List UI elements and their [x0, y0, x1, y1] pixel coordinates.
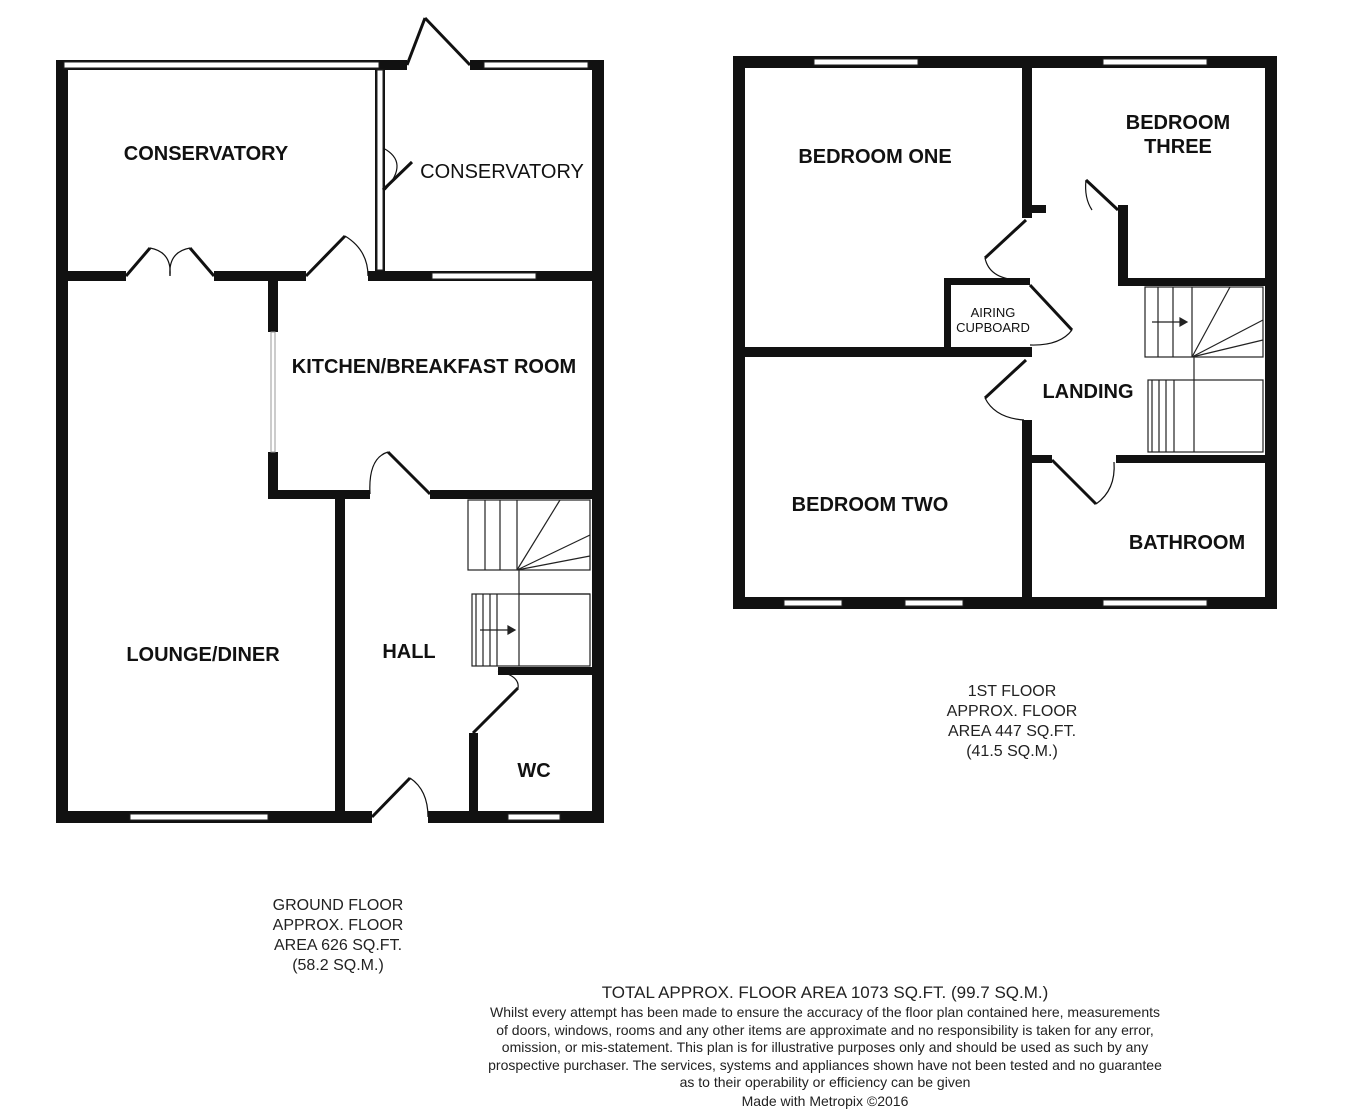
ground-floor-stairs [467, 499, 591, 667]
first-floor-windows [783, 58, 1208, 607]
label-wc: WC [517, 760, 550, 782]
gf-wall-wc-top [498, 667, 598, 675]
gf-window-cons-divider [376, 69, 384, 271]
ff-wall-left [733, 56, 745, 609]
gf-area-line2: APPROX. FLOOR [272, 917, 404, 934]
ground-floor-area: GROUND FLOOR APPROX. FLOOR AREA 626 SQ.F… [238, 896, 438, 976]
gf-wall-lounge-kitchen-bottom [268, 452, 278, 498]
gf-area-line3: AREA 626 SQ.FT. [273, 937, 403, 954]
ff-wall-bath-top-1 [1030, 455, 1052, 463]
gf-wall-top-mid [381, 60, 407, 70]
gf-area-line4: (58.2 SQ.M.) [292, 957, 384, 974]
ff-window-bath [1102, 599, 1208, 607]
disclaimer-line: as to their operability or efficiency ca… [679, 1074, 971, 1090]
first-floor-stairs [1144, 286, 1264, 453]
ff-wall-b1-b3 [1022, 62, 1032, 218]
ff-wall-b1-stub [1032, 205, 1046, 213]
ff-window-b2-2 [904, 599, 964, 607]
gf-window-cons-top [63, 61, 380, 69]
label-hall: HALL [382, 641, 435, 663]
ground-floor-plan: CONSERVATORY CONSERVATORY KITCHEN/BREAKF… [56, 16, 604, 823]
disclaimer-line: Whilst every attempt has been made to en… [489, 1004, 1161, 1020]
label-bedroom-one: BEDROOM ONE [798, 146, 951, 168]
ff-window-b2-1 [783, 599, 843, 607]
ground-floor-doors [124, 16, 520, 819]
first-floor-plan: BEDROOM ONE BEDROOM THREE AIRING CUPBOAR… [733, 56, 1277, 609]
gf-window-lounge-bottom [129, 813, 269, 821]
gf-wall-cons-bottom-2 [214, 271, 306, 281]
ff-wall-b3-left [1118, 205, 1128, 285]
first-floor-doors [983, 178, 1120, 506]
disclaimer-line: prospective purchaser. The services, sys… [488, 1056, 1162, 1073]
gf-wall-kitchen-bottom-2 [430, 490, 604, 499]
label-airing-line1: AIRING [971, 305, 1016, 320]
gf-wall-lounge-kitchen-top [268, 280, 278, 332]
ff-wall-airing-left [944, 278, 951, 354]
gf-window-kitchen-top [431, 272, 537, 280]
first-floor-labels: BEDROOM ONE BEDROOM THREE AIRING CUPBOAR… [792, 112, 1245, 554]
ff-wall-b2-right [1022, 420, 1032, 602]
disclaimer-line: omission, or mis-statement. This plan is… [501, 1039, 1149, 1055]
ff-area-line1: 1ST FLOOR [967, 683, 1057, 700]
label-airing-line2: CUPBOARD [956, 320, 1030, 335]
ff-area-line2: APPROX. FLOOR [946, 703, 1078, 720]
gf-wall-right [592, 60, 604, 823]
gf-wall-cons-bottom-1 [56, 271, 126, 281]
ff-area-line3: AREA 447 SQ.FT. [947, 723, 1077, 740]
label-bedroom-three-line2: THREE [1144, 136, 1212, 158]
label-conservatory-right: CONSERVATORY [420, 161, 584, 183]
first-floor-area: 1ST FLOOR APPROX. FLOOR AREA 447 SQ.FT. … [912, 682, 1112, 762]
gf-window-cons-right-top [483, 61, 589, 69]
ff-wall-b1-b2 [740, 347, 1032, 357]
ff-window-b3 [1102, 58, 1208, 66]
ff-wall-bath-top-2 [1116, 455, 1268, 463]
label-bedroom-two: BEDROOM TWO [792, 494, 949, 516]
gf-area-line1: GROUND FLOOR [272, 897, 404, 914]
disclaimer-line: of doors, windows, rooms and any other i… [496, 1021, 1154, 1038]
label-kitchen: KITCHEN/BREAKFAST ROOM [292, 356, 576, 378]
gf-wall-lounge-hall [335, 496, 345, 812]
label-conservatory-left: CONSERVATORY [124, 143, 289, 165]
disclaimer: Whilst every attempt has been made to en… [440, 1004, 1210, 1092]
gf-opening-lounge-kitchen [270, 331, 276, 453]
label-bathroom: BATHROOM [1129, 532, 1245, 554]
gf-wall-left [56, 60, 68, 823]
ff-wall-right [1265, 56, 1277, 609]
ff-wall-b3-bottom [1118, 278, 1270, 286]
ff-area-line4: (41.5 SQ.M.) [966, 743, 1058, 760]
gf-window-wc-bottom [507, 813, 561, 821]
label-bedroom-three-line1: BEDROOM [1126, 112, 1230, 134]
ground-floor-labels: CONSERVATORY CONSERVATORY KITCHEN/BREAKF… [124, 143, 584, 782]
label-landing: LANDING [1042, 381, 1133, 403]
ff-wall-airing-top [944, 278, 1030, 285]
gf-wall-kitchen-bottom-1 [268, 490, 370, 499]
total-floor-area: TOTAL APPROX. FLOOR AREA 1073 SQ.FT. (99… [601, 983, 1049, 1002]
footer: TOTAL APPROX. FLOOR AREA 1073 SQ.FT. (99… [440, 982, 1210, 1110]
ground-floor-windows [63, 61, 589, 821]
ff-window-b1 [813, 58, 919, 66]
gf-wall-wc-left [469, 733, 478, 813]
made-with-credit: Made with Metropix ©2016 [741, 1092, 909, 1109]
label-lounge: LOUNGE/DINER [126, 644, 280, 666]
